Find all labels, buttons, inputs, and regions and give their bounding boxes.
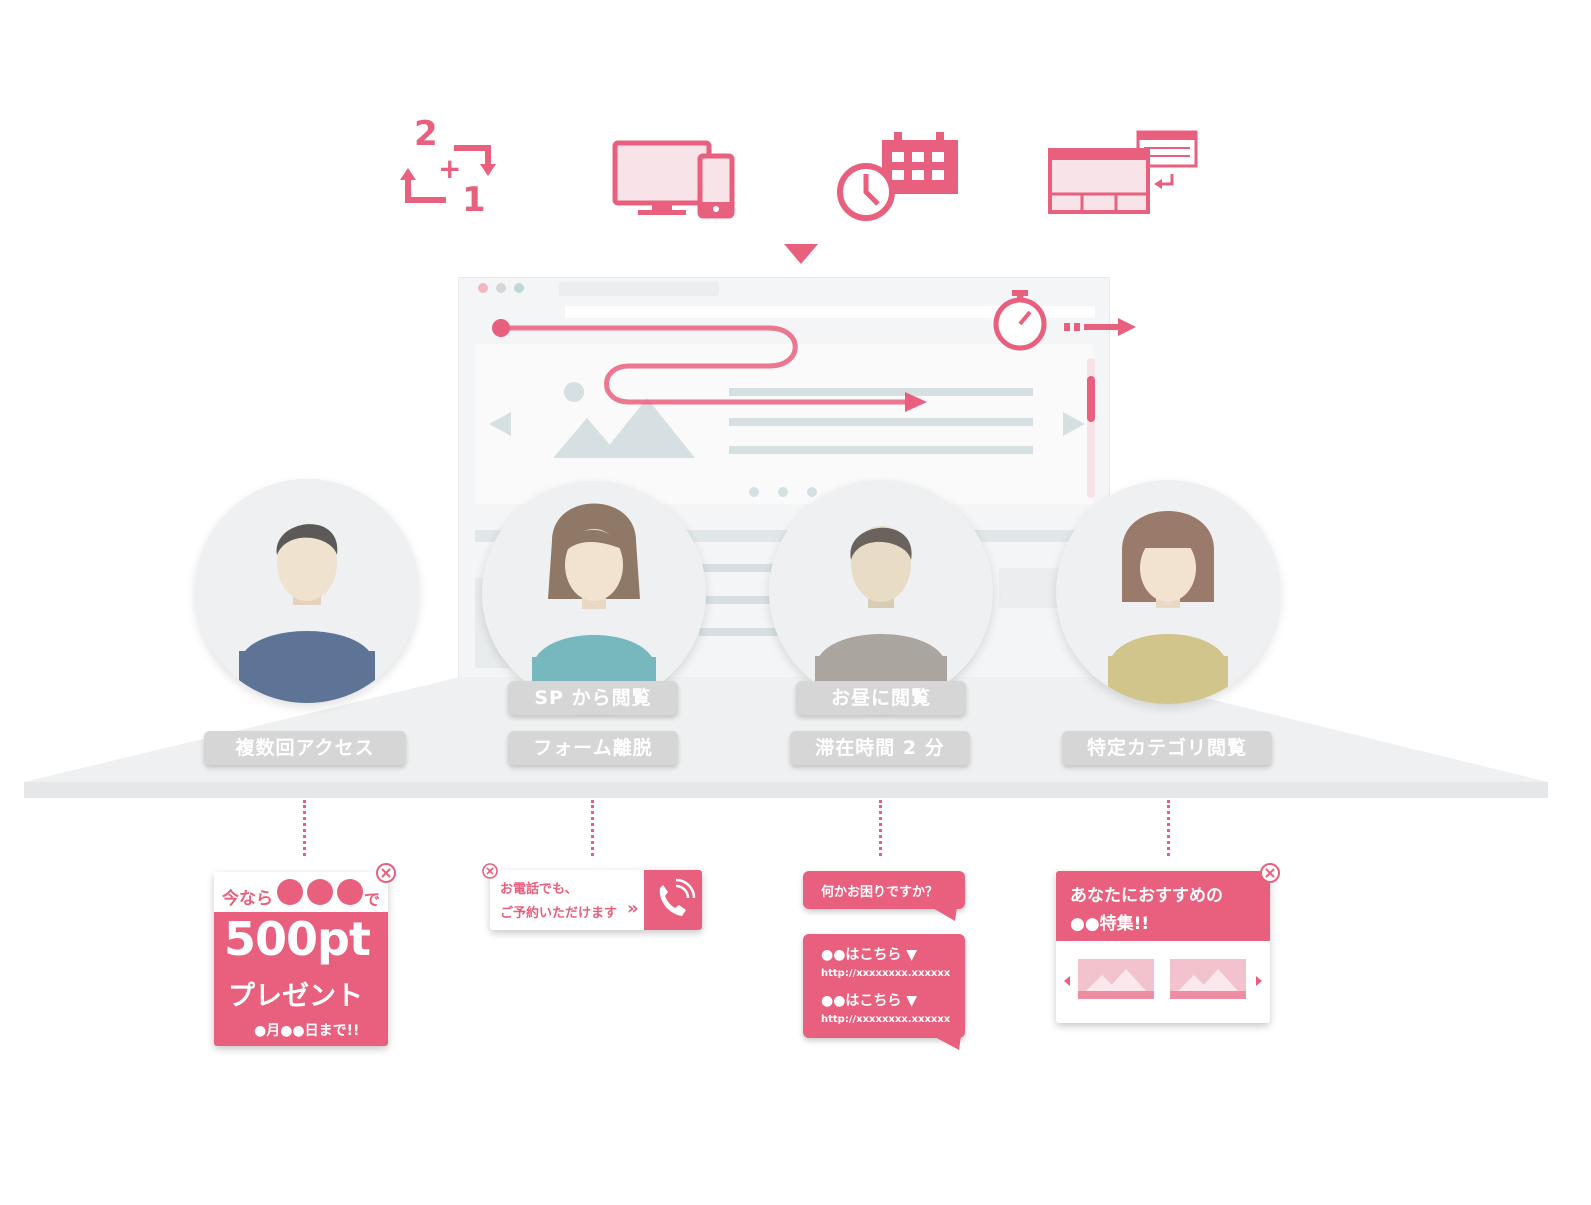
chat-question-bubble[interactable]: 何かお困りですか？ — [803, 871, 965, 921]
points-deadline: ●月●●日まで!! — [254, 1023, 360, 1039]
connector-2 — [591, 800, 594, 856]
chat-link1-url[interactable]: http://xxxxxxxx.xxxxxx — [821, 968, 951, 979]
popup-phone-banner[interactable]: お電話でも、 ご予約いただけます » — [490, 870, 702, 930]
condition-pill-category-view: 特定カテゴリ閲覧 — [1062, 731, 1272, 765]
points-present: プレゼント — [228, 981, 363, 1012]
close-icon[interactable] — [375, 862, 397, 884]
popup-recommend[interactable]: あなたにおすすめの ●●特集!! — [1056, 871, 1270, 1023]
connector-3 — [879, 800, 882, 856]
recommend-line2: ●●特集!! — [1070, 914, 1150, 934]
phone-arrow: » — [627, 898, 639, 919]
repeat-number-top: 2 — [414, 114, 438, 154]
points-big-value: 500pt — [224, 912, 371, 966]
avatar-man-gray — [769, 480, 993, 704]
repeat-number-bottom: 1 — [462, 180, 486, 220]
condition-pill-stay-time: 滞在時間 2 分 — [790, 731, 970, 765]
recommend-line1: あなたにおすすめの — [1070, 886, 1223, 906]
condition-pill-multiple-access: 複数回アクセス — [204, 731, 406, 765]
avatar-woman-teal — [482, 481, 706, 705]
phone-icon[interactable] — [644, 870, 702, 930]
repeat-visit-icon: 2 + 1 — [392, 114, 508, 224]
avatar-woman-yellow — [1056, 480, 1280, 704]
arrow-down-icon — [784, 244, 818, 266]
points-line1-prefix: 今なら — [222, 889, 273, 909]
clock-calendar-icon — [836, 130, 962, 222]
phone-line2: ご予約いただけます — [500, 906, 618, 921]
points-line1-suffix: で — [364, 890, 381, 909]
popup-points-banner[interactable]: 今なら で 500pt プレゼント ●月●●日まで!! — [214, 872, 388, 1046]
connector-4 — [1167, 800, 1170, 856]
condition-pill-sp-view: SP から閲覧 — [508, 681, 678, 715]
phone-line1: お電話でも、 — [500, 882, 578, 897]
devices-icon — [612, 140, 736, 220]
stopwatch-icon — [990, 288, 1140, 354]
recommend-carousel — [1056, 941, 1270, 1023]
chat-question: 何かお困りですか？ — [821, 885, 939, 900]
close-icon[interactable] — [1259, 862, 1281, 884]
points-placeholder-dots — [276, 878, 366, 910]
close-icon[interactable] — [481, 862, 499, 880]
condition-pill-lunch-view: お昼に閲覧 — [796, 681, 966, 715]
chat-link2-label[interactable]: ●●はこちら ▼ — [821, 993, 918, 1009]
avatar-man-blue — [195, 479, 419, 703]
chat-link1-label[interactable]: ●●はこちら ▼ — [821, 947, 918, 963]
browser-windows-icon — [1046, 130, 1200, 216]
repeat-plus: + — [438, 152, 462, 185]
recommend-header — [1056, 871, 1270, 941]
connector-1 — [303, 800, 306, 856]
chat-links-bubble[interactable]: ●●はこちら ▼ http://xxxxxxxx.xxxxxx ●●はこちら ▼… — [803, 934, 965, 1050]
condition-pill-form-exit: フォーム離脱 — [508, 731, 678, 765]
chat-link2-url[interactable]: http://xxxxxxxx.xxxxxx — [821, 1014, 951, 1025]
